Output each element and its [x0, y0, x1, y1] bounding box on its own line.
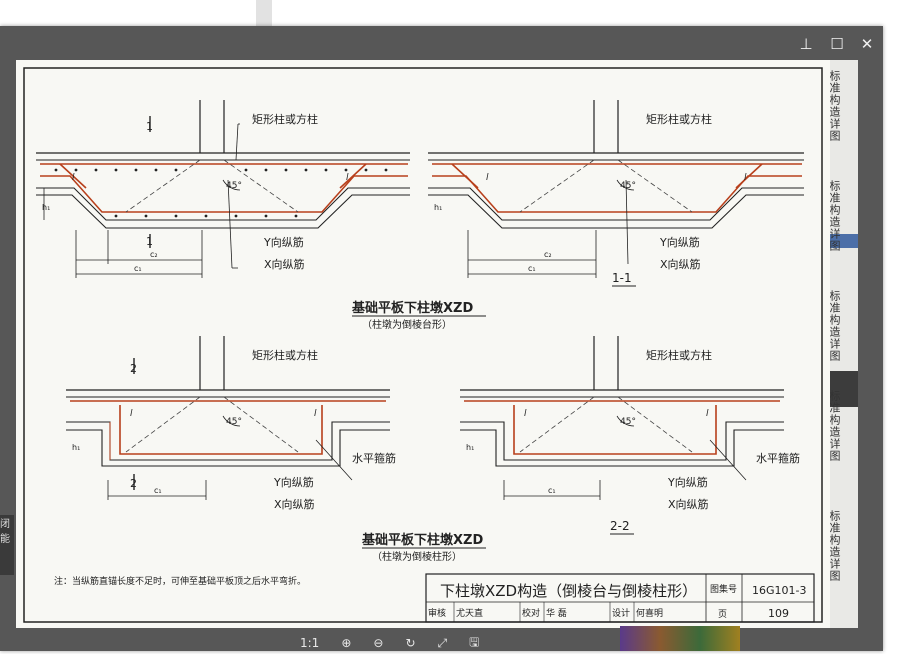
label-column-b: 矩形柱或方柱 — [646, 112, 712, 126]
label-xrebar-c: X向纵筋 — [274, 497, 315, 511]
titleblock-page-no: 109 — [768, 607, 789, 620]
label-yrebar-a: Y向纵筋 — [263, 235, 304, 249]
label-h1-d: h₁ — [466, 443, 474, 452]
titleblock-check-label: 校对 — [522, 607, 540, 619]
label-la-d2: l — [706, 409, 709, 419]
detail-top-right — [428, 100, 804, 278]
section-label-1-1: 1-1 — [612, 271, 632, 285]
detail-bottom-left — [66, 336, 390, 500]
titleblock-atlas-no: 16G101-3 — [752, 584, 806, 597]
label-la-b2: l — [744, 173, 747, 183]
label-angle-c: 45° — [226, 417, 242, 427]
top-subtitle: （柱墩为倒棱台形） — [362, 318, 452, 331]
label-c1-a: c₁ — [134, 264, 142, 273]
titleblock-design-label: 设计 — [612, 607, 630, 619]
label-la-c1: l — [130, 409, 133, 419]
titleblock-designer: 何喜明 — [636, 607, 663, 619]
label-c1-d: c₁ — [548, 486, 556, 495]
image-viewer-window: ⊥ ☐ ✕ — [0, 26, 883, 651]
label-la-a1: l — [72, 173, 75, 183]
label-xrebar-d: X向纵筋 — [668, 497, 709, 511]
label-c2-b: c₂ — [544, 250, 552, 259]
label-horiz-d: 水平箍筋 — [756, 451, 800, 465]
label-angle-b: 45° — [620, 181, 636, 191]
label-xrebar-b: X向纵筋 — [660, 257, 701, 271]
detail-bottom-right — [460, 336, 784, 500]
label-h1-c: h₁ — [72, 443, 80, 452]
sheet-border — [23, 67, 823, 623]
label-c1-b: c₁ — [528, 264, 536, 273]
bottom-subtitle: （柱墩为倒棱柱形） — [372, 550, 462, 563]
zoom-out-icon[interactable]: ⊖ — [373, 636, 384, 650]
label-xrebar-a: X向纵筋 — [264, 257, 305, 271]
top-title: 基础平板下柱墩XZD — [351, 300, 473, 316]
bottom-title: 基础平板下柱墩XZD — [361, 532, 483, 548]
label-column-a: 矩形柱或方柱 — [252, 112, 318, 126]
side-snippet-2: 标准构造详图 — [830, 180, 841, 252]
label-la-b1: l — [486, 173, 489, 183]
label-yrebar-c: Y向纵筋 — [273, 475, 314, 489]
titleblock-main: 下柱墩XZD构造（倒棱台与倒棱柱形） — [440, 582, 697, 600]
rebar-dots-a — [54, 168, 388, 218]
label-la-d1: l — [524, 409, 527, 419]
label-column-c: 矩形柱或方柱 — [252, 348, 318, 362]
close-icon[interactable]: ✕ — [860, 35, 874, 53]
label-la-c2: l — [314, 409, 317, 419]
title-block — [425, 573, 815, 623]
label-c2-a: c₂ — [150, 250, 158, 259]
zoom-in-icon[interactable]: ⊕ — [341, 636, 352, 650]
note-text: 注：当纵筋直锚长度不足时，可伸至基础平板顶之后水平弯折。 — [54, 575, 306, 587]
titleblock-reviewer: 尤天直 — [456, 607, 483, 619]
titleblock-atlas-label: 图集号 — [710, 583, 737, 595]
label-la-a2: l — [346, 173, 349, 183]
label-h1-b: h₁ — [434, 203, 442, 212]
highlight-bar — [830, 234, 858, 248]
side-snippet-4: 标准构造详图 — [830, 390, 841, 462]
drawing-sheet: 矩形柱或方柱 矩形柱或方柱 矩形柱或方柱 矩形柱或方柱 Y向纵筋 X向纵筋 Y向… — [16, 60, 830, 628]
side-snippet-1: 标准构造详图 — [830, 70, 841, 142]
background-left-panel: 闭能 — [0, 515, 14, 575]
side-snippet-3: 标准构造详图 — [830, 290, 841, 362]
label-c1-c: c₁ — [154, 486, 162, 495]
background-document-edge: 标准构造详图 标准构造详图 标准构造详图 标准构造详图 标准构造详图 — [830, 60, 858, 628]
label-angle-d: 45° — [620, 417, 636, 427]
titleblock-checker: 华 磊 — [546, 607, 567, 619]
label-h1-a: h₁ — [42, 203, 50, 212]
detail-top-left — [36, 100, 410, 229]
titleblock-page-label: 页 — [718, 609, 727, 620]
section-label-2-2: 2-2 — [610, 519, 630, 533]
dimensions-a — [43, 123, 240, 278]
viewer-toolbar: 1:1 ⊕ ⊖ ↻ ⤢ 🖫 — [300, 635, 479, 651]
pin-icon[interactable]: ⊥ — [799, 35, 813, 53]
label-yrebar-d: Y向纵筋 — [667, 475, 708, 489]
label-column-d: 矩形柱或方柱 — [646, 348, 712, 362]
rotate-icon[interactable]: ↻ — [405, 636, 416, 650]
background-photo-strip — [620, 626, 740, 651]
side-snippet-5: 标准构造详图 — [830, 510, 841, 582]
actual-size-button[interactable]: 1:1 — [300, 636, 320, 650]
label-angle-a: 45° — [226, 181, 242, 191]
drawing-canvas: 矩形柱或方柱 矩形柱或方柱 矩形柱或方柱 矩形柱或方柱 Y向纵筋 X向纵筋 Y向… — [23, 67, 823, 623]
label-yrebar-b: Y向纵筋 — [659, 235, 700, 249]
maximize-icon[interactable]: ☐ — [830, 35, 844, 53]
dark-block — [830, 371, 858, 407]
fit-window-icon[interactable]: ⤢ — [437, 635, 448, 650]
label-horiz-c: 水平箍筋 — [352, 451, 396, 465]
save-icon[interactable]: 🖫 — [469, 634, 480, 649]
titleblock-review-label: 审核 — [428, 607, 446, 619]
